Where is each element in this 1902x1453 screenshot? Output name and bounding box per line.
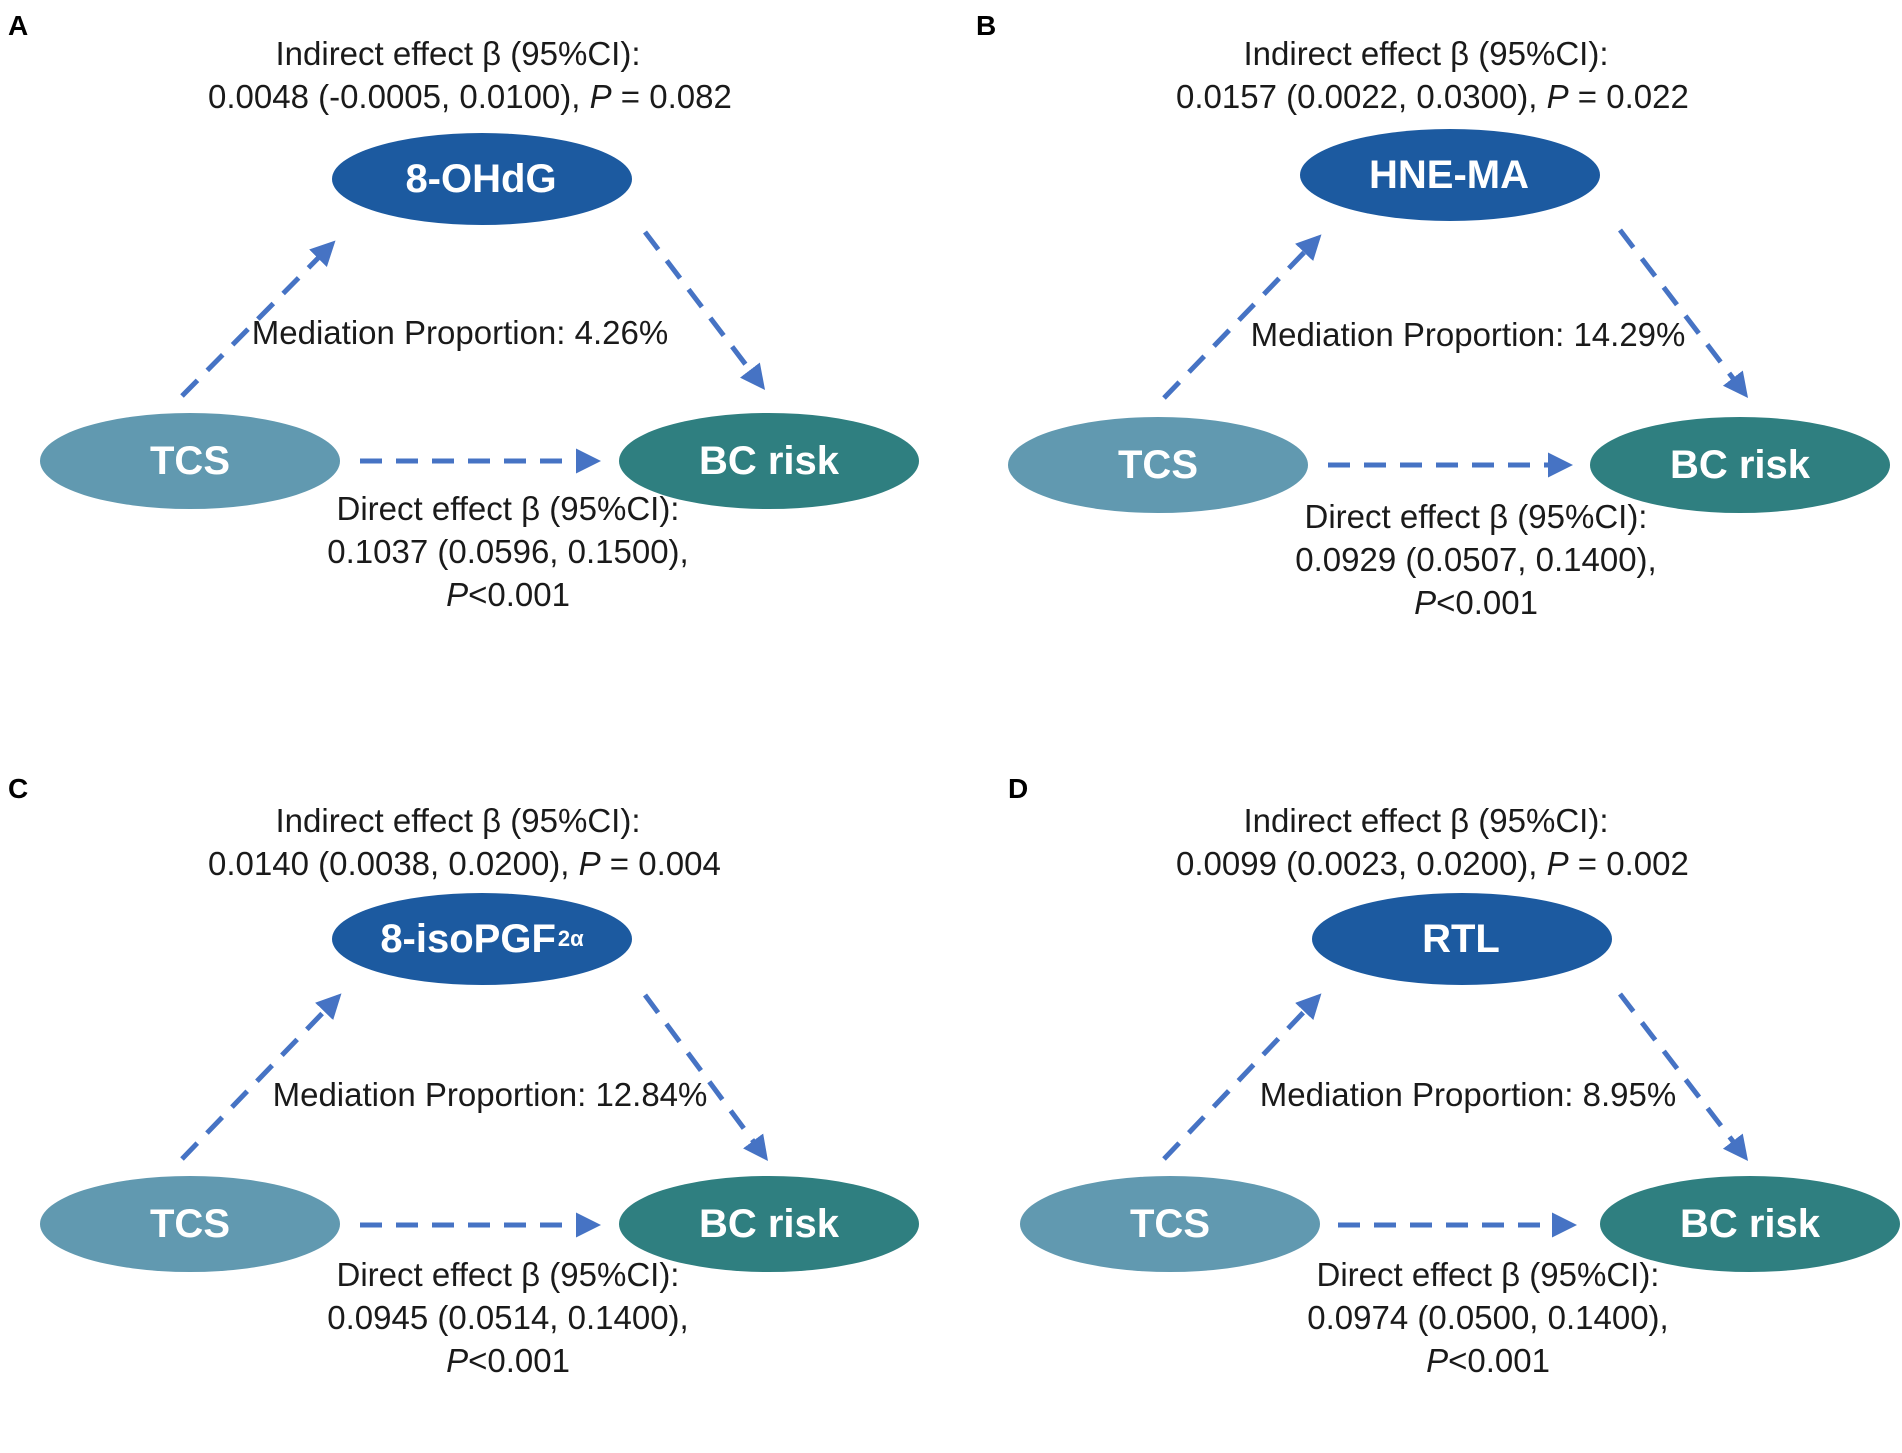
direct-p-symbol: P (1414, 584, 1437, 621)
indirect-p-value: = 0.022 (1568, 78, 1689, 115)
indirect-p-symbol: P (1546, 845, 1569, 882)
panel-letter: B (976, 10, 997, 41)
outcome-label: BC risk (1679, 1201, 1821, 1246)
indirect-effect-text: Indirect effect β (95%CI): 0.0099 (0.002… (1176, 799, 1689, 885)
mediation-proportion: Mediation Proportion: 14.29% (1250, 316, 1686, 353)
mediation-proportion: Mediation Proportion: 4.26% (251, 314, 669, 351)
direct-p-value: <0.001 (1436, 584, 1538, 621)
indirect-effect-text: Indirect effect β (95%CI): 0.0048 (-0.00… (208, 32, 732, 118)
indirect-effect-value-line: 0.0140 (0.0038, 0.0200), P = 0.004 (208, 842, 721, 885)
mediator-label: RTL (1422, 916, 1500, 961)
direct-p-line: P<0.001 (1226, 581, 1726, 624)
panel-d: D Indirect effect β (95%CI): 0.0099 (0.0… (968, 763, 1902, 1453)
mediator-label: 8-isoPGF (380, 916, 556, 961)
indirect-effect-label: Indirect effect β (95%CI): (275, 802, 641, 839)
indirect-effect-value: 0.0157 (0.0022, 0.0300), (1176, 78, 1538, 115)
exposure-node: TCS (1008, 417, 1308, 513)
indirect-p-symbol: P (578, 845, 601, 882)
panel-letter: D (1008, 773, 1029, 804)
indirect-effect-label: Indirect effect β (95%CI): (275, 35, 641, 72)
exposure-node: TCS (40, 413, 340, 509)
indirect-p-symbol: P (1546, 78, 1569, 115)
outcome-label: BC risk (1669, 442, 1811, 487)
direct-effect-text: Direct effect β (95%CI): 0.1037 (0.0596,… (258, 487, 758, 616)
mediator-label: HNE-MA (1369, 152, 1529, 197)
direct-effect-label: Direct effect β (95%CI): (1316, 1256, 1660, 1293)
mediator-node: RTL (1312, 893, 1612, 985)
arrow-mediator-to-outcome (1618, 228, 1749, 398)
indirect-effect-value: 0.0048 (-0.0005, 0.0100), (208, 78, 581, 115)
exposure-node: TCS (1020, 1176, 1320, 1272)
indirect-effect-value-line: 0.0099 (0.0023, 0.0200), P = 0.002 (1176, 842, 1689, 885)
direct-effect-label: Direct effect β (95%CI): (336, 1256, 680, 1293)
indirect-effect-value: 0.0140 (0.0038, 0.0200), (208, 845, 570, 882)
direct-effect-text: Direct effect β (95%CI): 0.0929 (0.0507,… (1226, 495, 1726, 624)
direct-effect-value: 0.1037 (0.0596, 0.1500), (327, 533, 689, 570)
direct-effect-value: 0.0945 (0.0514, 0.1400), (327, 1299, 689, 1336)
mediation-proportion: Mediation Proportion: 12.84% (272, 1076, 708, 1113)
indirect-p-value: = 0.004 (600, 845, 721, 882)
panel-letter: C (8, 773, 29, 804)
mediator-node: HNE-MA (1300, 129, 1600, 221)
direct-p-line: P<0.001 (258, 573, 758, 616)
direct-p-symbol: P (446, 576, 469, 613)
outcome-node: BC risk (1600, 1176, 1900, 1272)
indirect-p-value: = 0.002 (1568, 845, 1689, 882)
direct-p-symbol: P (1426, 1342, 1449, 1379)
panel-c-arrows (180, 993, 768, 1238)
exposure-label: TCS (150, 438, 230, 483)
outcome-node: BC risk (619, 1176, 919, 1272)
direct-effect-value: 0.0929 (0.0507, 0.1400), (1295, 541, 1657, 578)
indirect-effect-value-line: 0.0048 (-0.0005, 0.0100), P = 0.082 (208, 75, 732, 118)
indirect-effect-label: Indirect effect β (95%CI): (1243, 802, 1609, 839)
panel-a: A Indirect effect β (95%CI): 0.0048 (-0.… (0, 0, 951, 690)
direct-effect-text: Direct effect β (95%CI): 0.0974 (0.0500,… (1238, 1253, 1738, 1382)
arrow-exposure-to-mediator (1162, 993, 1322, 1161)
direct-p-value: <0.001 (468, 576, 570, 613)
exposure-label: TCS (1130, 1201, 1210, 1246)
direct-effect-label: Direct effect β (95%CI): (336, 490, 680, 527)
mediator-label: 8-OHdG (405, 156, 557, 201)
direct-effect-value: 0.0974 (0.0500, 0.1400), (1307, 1299, 1669, 1336)
indirect-p-symbol: P (589, 78, 612, 115)
outcome-label: BC risk (698, 1201, 840, 1246)
direct-p-value: <0.001 (468, 1342, 570, 1379)
arrow-mediator-to-outcome (643, 230, 766, 390)
panel-letter: A (8, 10, 29, 41)
outcome-label: BC risk (698, 438, 840, 483)
indirect-effect-text: Indirect effect β (95%CI): 0.0157 (0.002… (1176, 32, 1689, 118)
mediation-figure: A Indirect effect β (95%CI): 0.0048 (-0.… (0, 0, 1902, 1379)
direct-p-value: <0.001 (1448, 1342, 1550, 1379)
mediator-subscript: 2α (557, 926, 584, 951)
panel-b: B Indirect effect β (95%CI): 0.0157 (0.0… (968, 0, 1902, 690)
exposure-node: TCS (40, 1176, 340, 1272)
direct-p-symbol: P (446, 1342, 469, 1379)
panel-b-arrows (1162, 228, 1749, 478)
mediator-node: 8-OHdG (332, 133, 632, 225)
indirect-p-value: = 0.082 (611, 78, 732, 115)
exposure-label: TCS (1118, 442, 1198, 487)
panel-a-arrows (180, 230, 766, 474)
outcome-node: BC risk (619, 413, 919, 509)
direct-p-line: P<0.001 (1238, 1339, 1738, 1382)
panel-d-arrows (1162, 992, 1749, 1238)
direct-effect-text: Direct effect β (95%CI): 0.0945 (0.0514,… (258, 1253, 758, 1382)
arrow-exposure-to-mediator (180, 993, 342, 1161)
direct-effect-label: Direct effect β (95%CI): (1304, 498, 1648, 535)
indirect-effect-label: Indirect effect β (95%CI): (1243, 35, 1609, 72)
outcome-node: BC risk (1590, 417, 1890, 513)
indirect-effect-value: 0.0099 (0.0023, 0.0200), (1176, 845, 1538, 882)
direct-p-line: P<0.001 (258, 1339, 758, 1382)
panel-c: C Indirect effect β (95%CI): 0.0140 (0.0… (0, 763, 951, 1453)
exposure-label: TCS (150, 1201, 230, 1246)
indirect-effect-text: Indirect effect β (95%CI): 0.0140 (0.003… (208, 799, 721, 885)
mediation-proportion: Mediation Proportion: 8.95% (1259, 1076, 1677, 1113)
indirect-effect-value-line: 0.0157 (0.0022, 0.0300), P = 0.022 (1176, 75, 1689, 118)
arrow-exposure-to-mediator (1162, 234, 1322, 400)
